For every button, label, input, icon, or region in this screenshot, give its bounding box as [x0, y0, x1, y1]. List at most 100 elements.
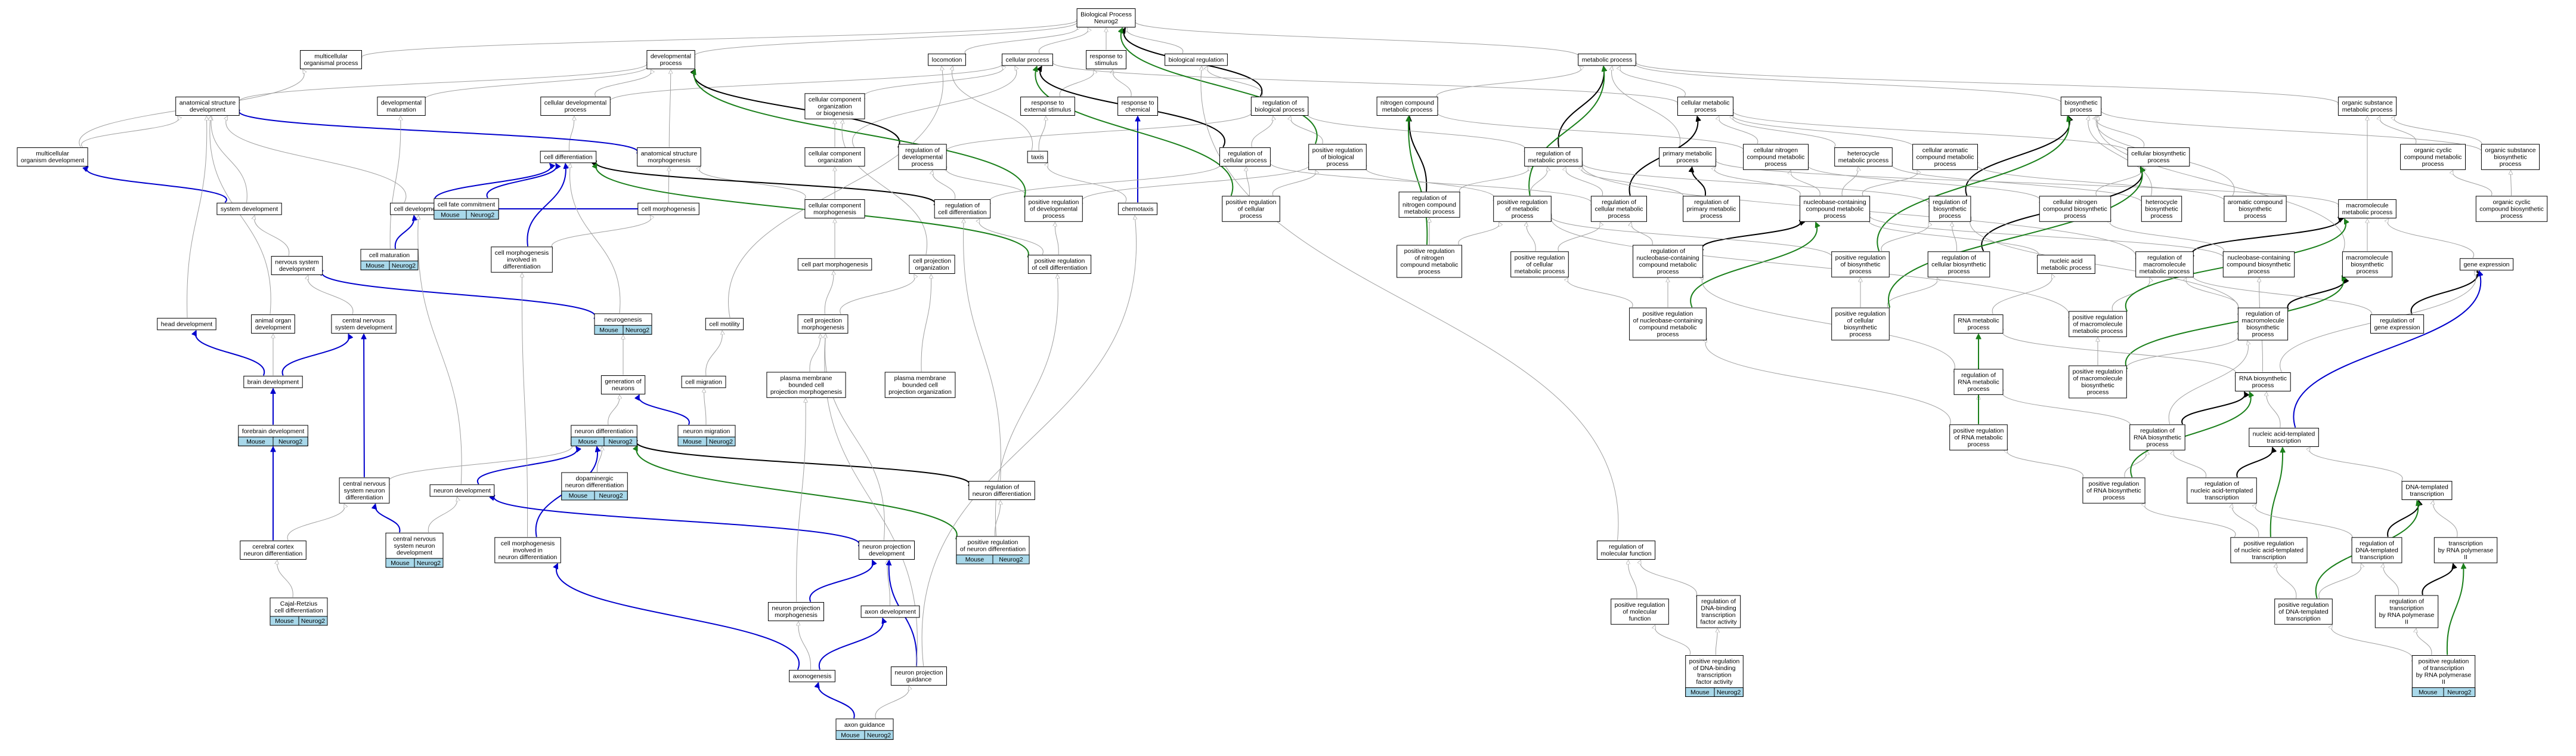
go-term-node-cdiff[interactable]: cell differentiation — [540, 150, 597, 163]
go-term-node-taxis[interactable]: taxis — [1027, 150, 1048, 163]
go-term-node-cmot[interactable]: cell motility — [705, 317, 744, 331]
go-term-node-regdbt[interactable]: regulation ofDNA-bindingtranscriptionfac… — [1696, 595, 1741, 628]
go-term-node-regnuc[interactable]: regulation ofnucleobase-containingcompou… — [1633, 245, 1704, 278]
go-term-node-celld[interactable]: cell development — [390, 202, 445, 215]
go-term-node-loco[interactable]: locomotion — [928, 53, 966, 66]
go-term-node-cellp[interactable]: cellular process — [1002, 53, 1053, 66]
go-term-node-axgen[interactable]: axonogenesis — [789, 669, 835, 683]
go-term-node-headdev[interactable]: head development — [157, 317, 216, 331]
go-term-node-regmbp[interactable]: regulation ofmacromoleculebiosyntheticpr… — [2237, 307, 2289, 341]
go-term-node-cmig[interactable]: cell migration — [681, 375, 726, 388]
go-term-node-sysdev[interactable]: system development — [216, 202, 282, 215]
go-term-node-gexp[interactable]: gene expression — [2460, 258, 2514, 271]
go-term-node-cpm[interactable]: cell part morphogenesis — [797, 258, 872, 271]
go-term-node-cmorph[interactable]: cell morphogenesis — [637, 202, 699, 215]
go-term-node-ndev[interactable]: neuron development — [429, 484, 495, 497]
